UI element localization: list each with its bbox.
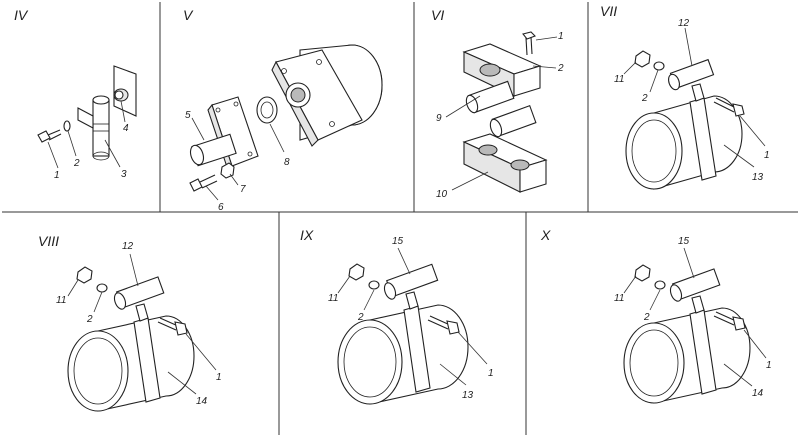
callout-viii-12: 12 bbox=[122, 241, 134, 252]
panel-v: V 5 6 7 bbox=[183, 7, 383, 213]
callout-vi-2: 2 bbox=[557, 63, 564, 74]
washer-viii bbox=[96, 283, 108, 293]
tube-clamp bbox=[92, 99, 110, 157]
callout-iv-3: 3 bbox=[121, 169, 127, 180]
callout-ix-1: 1 bbox=[488, 368, 494, 379]
callout-x-1: 1 bbox=[766, 360, 772, 371]
panel-label-vi: VI bbox=[431, 7, 444, 23]
callout-x-11: 11 bbox=[614, 293, 624, 304]
panel-label-vii: VII bbox=[600, 3, 617, 19]
clamp-tabs bbox=[77, 107, 94, 129]
panel-iv: IV 1 2 3 4 bbox=[14, 7, 137, 181]
bolt-vi bbox=[522, 31, 536, 56]
callout-ix-13: 13 bbox=[462, 390, 474, 401]
callout-viii-2: 2 bbox=[86, 314, 93, 325]
bolt-viii bbox=[157, 317, 188, 336]
panel-label-x: X bbox=[540, 227, 551, 243]
callout-iv-1: 1 bbox=[54, 170, 60, 181]
bolt-x bbox=[713, 311, 746, 331]
clamp-tube bbox=[383, 263, 439, 300]
callout-vi-10: 10 bbox=[436, 189, 448, 200]
gasket-ring bbox=[256, 96, 278, 124]
panel-viii: VIII 12 11 2 1 14 bbox=[38, 233, 222, 412]
callout-v-7: 7 bbox=[240, 184, 246, 195]
callout-vii-2: 2 bbox=[641, 93, 648, 104]
callout-vii-13: 13 bbox=[752, 172, 764, 183]
callout-vii-1: 1 bbox=[764, 150, 770, 161]
callout-vi-1: 1 bbox=[558, 31, 564, 42]
callout-vii-11: 11 bbox=[614, 74, 624, 85]
callout-v-6: 6 bbox=[218, 202, 224, 213]
callout-x-15: 15 bbox=[678, 236, 690, 247]
nut-viii bbox=[76, 266, 93, 284]
clamp-tube bbox=[668, 58, 715, 91]
bolt-v bbox=[189, 174, 218, 192]
callout-ix-2: 2 bbox=[357, 312, 364, 323]
washer-ix bbox=[368, 280, 380, 290]
callout-viii-14: 14 bbox=[196, 396, 208, 407]
bolt-iv bbox=[37, 129, 62, 143]
callout-viii-11: 11 bbox=[56, 295, 66, 306]
callout-vii-12: 12 bbox=[678, 18, 690, 29]
callout-iv-2: 2 bbox=[73, 158, 80, 169]
bolt-ix bbox=[427, 315, 460, 335]
panel-vii: VII 12 11 2 1 13 bbox=[600, 3, 770, 190]
clamp-tube bbox=[113, 276, 165, 310]
lower-clamp-block bbox=[462, 133, 548, 193]
washer-iv bbox=[63, 120, 71, 132]
callout-ix-15: 15 bbox=[392, 236, 404, 247]
panel-label-viii: VIII bbox=[38, 233, 59, 249]
washer-v bbox=[220, 162, 235, 179]
callout-vi-9: 9 bbox=[436, 113, 442, 124]
bolt-vii bbox=[713, 97, 745, 117]
nut-ix bbox=[348, 263, 365, 281]
panel-ix: IX 15 11 2 1 13 bbox=[300, 227, 494, 405]
callout-v-5: 5 bbox=[185, 110, 191, 121]
callout-x-14: 14 bbox=[752, 388, 764, 399]
washer-vii bbox=[653, 61, 665, 71]
callout-x-2: 2 bbox=[643, 312, 650, 323]
panel-label-ix: IX bbox=[300, 227, 314, 243]
washer-x bbox=[654, 280, 666, 290]
panel-label-v: V bbox=[183, 7, 194, 23]
callout-iv-4: 4 bbox=[123, 123, 129, 134]
panel-vi: VI 1 2 9 bbox=[431, 7, 564, 200]
panel-label-iv: IV bbox=[14, 7, 29, 23]
callout-ix-11: 11 bbox=[328, 293, 338, 304]
panel-x: X 15 11 2 1 14 bbox=[540, 227, 772, 404]
callout-viii-1: 1 bbox=[216, 372, 222, 383]
nut-x bbox=[634, 264, 651, 282]
callout-v-8: 8 bbox=[284, 157, 290, 168]
nut-vii bbox=[634, 50, 651, 68]
